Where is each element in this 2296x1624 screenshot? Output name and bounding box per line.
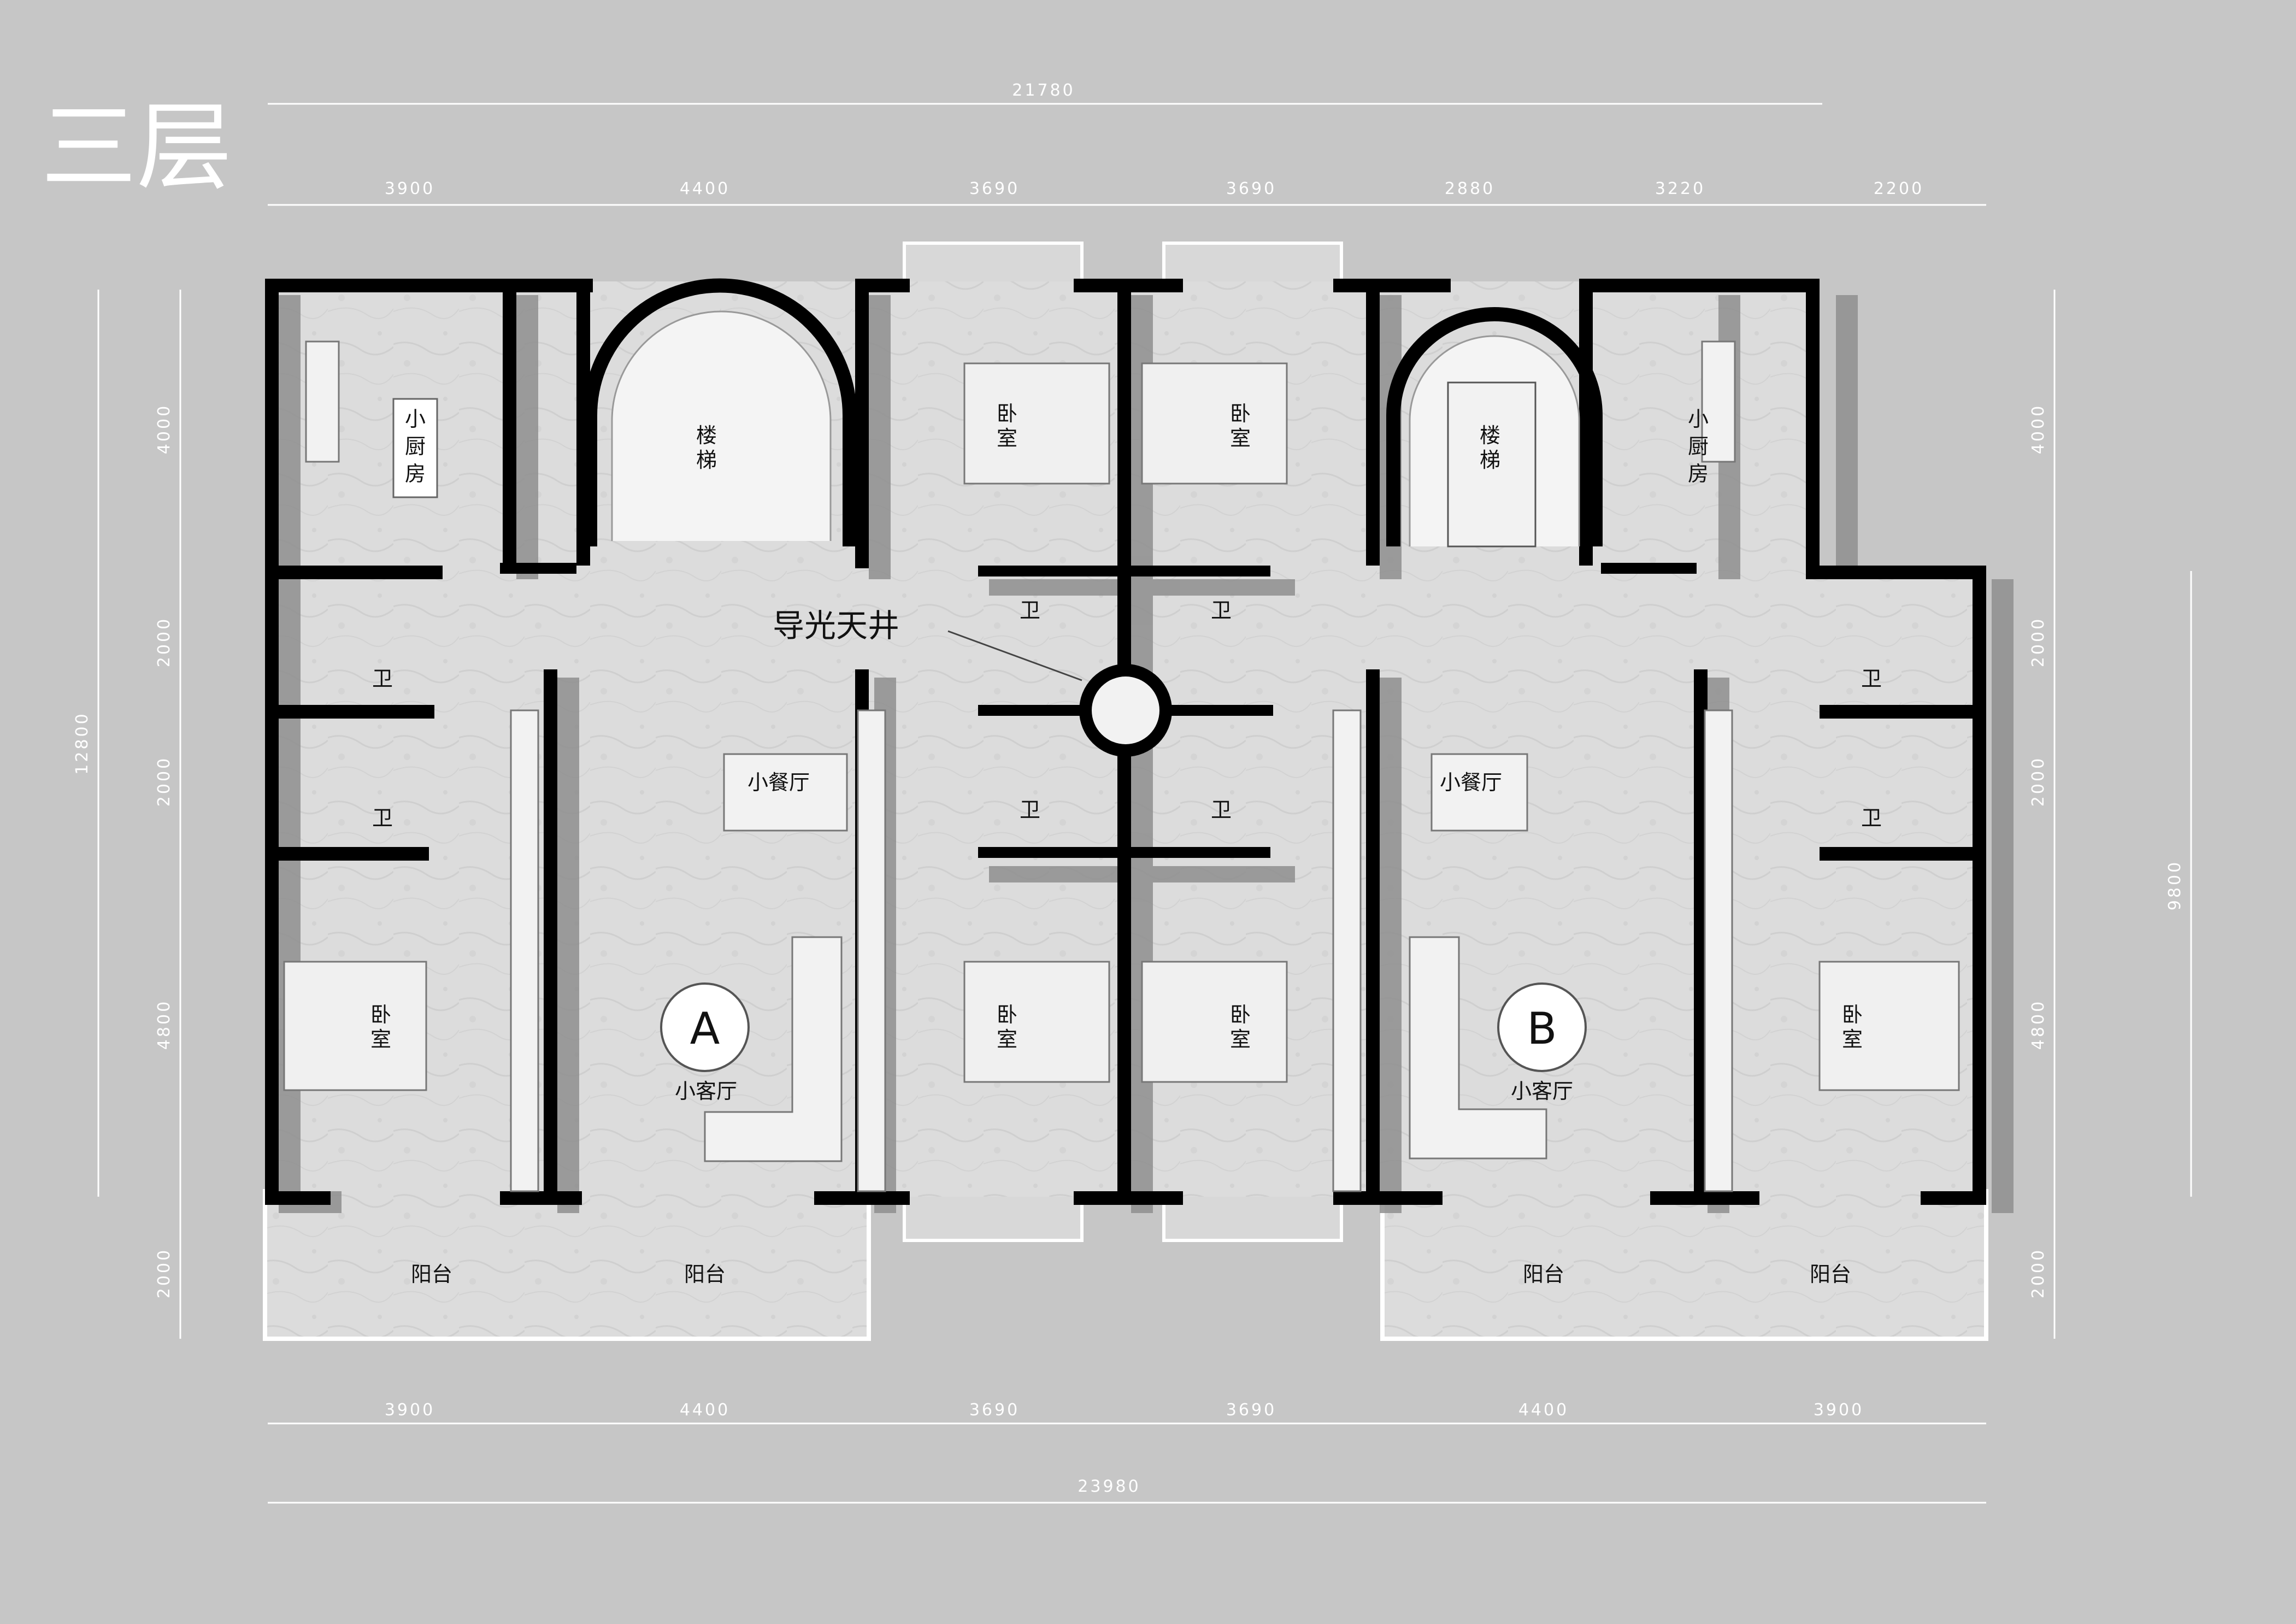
dim-bottom-segments: 3900 4400 3690 3690 4400 3900 [385, 1401, 1864, 1420]
lightwell [1079, 664, 1172, 757]
kitchen-left-label: 小厨房 [392, 398, 438, 498]
right-seg-2: 2000 [2029, 756, 2048, 807]
left-seg-1: 2000 [155, 617, 174, 667]
balcony-1-text: 阳台 [411, 1262, 452, 1286]
kitchen-right-text: 小厨房 [1688, 407, 1709, 486]
bath-3-text: 卫 [1020, 598, 1040, 622]
top-seg-3: 3690 [1226, 179, 1276, 198]
bath-6-text: 卫 [1211, 798, 1232, 822]
bedroom-5-text: 卧室 [370, 1003, 391, 1051]
lightwell-leader [947, 630, 1082, 681]
bath-5-text: 卫 [1020, 798, 1040, 822]
bay-window-bottom-right [1162, 1190, 1343, 1242]
bedroom-4-text: 卧室 [1230, 1003, 1251, 1051]
dim-left-total: 12800 [73, 711, 92, 774]
left-seg-0: 4000 [155, 404, 174, 454]
dim-left-segments: 4000 2000 2000 4800 2000 [155, 404, 174, 1298]
bath-7-text: 卫 [1861, 667, 1882, 691]
balcony-left [263, 1189, 871, 1341]
stair-left-text: 楼梯 [696, 423, 717, 472]
bottom-seg-2: 3690 [969, 1401, 1020, 1420]
bay-window-bottom-left [903, 1190, 1084, 1242]
balcony-right [1380, 1189, 1988, 1341]
bath-2-text: 卫 [372, 806, 393, 830]
bath-8-text: 卫 [1861, 806, 1882, 830]
top-seg-2: 3690 [969, 179, 1020, 198]
furniture [305, 340, 1736, 1192]
stair-right [1386, 307, 1603, 548]
bottom-seg-1: 4400 [680, 1401, 730, 1420]
kitchen-left-text: 小厨房 [405, 407, 426, 486]
unit-a-label: A [690, 1003, 720, 1054]
top-seg-0: 3900 [385, 179, 435, 198]
top-seg-6: 2200 [1874, 179, 1924, 198]
dim-bottom-total: 23980 [1078, 1477, 1140, 1496]
stair-right-text: 楼梯 [1480, 423, 1500, 472]
dimension-texts: 21780 23980 12800 9800 [73, 81, 2185, 1496]
living-b-text: 小客厅 [1511, 1079, 1573, 1103]
dim-top-segments: 3900 4400 3690 3690 2880 3220 2200 [385, 179, 1924, 198]
unit-a-marker: A [660, 982, 750, 1072]
stair-left [583, 278, 857, 546]
floor-title: 三层 [41, 92, 232, 203]
bottom-seg-3: 3690 [1226, 1401, 1276, 1420]
bedroom-6-text: 卧室 [1842, 1003, 1863, 1051]
right-seg-0: 4000 [2029, 404, 2048, 454]
left-seg-2: 2000 [155, 756, 174, 807]
bottom-seg-0: 3900 [385, 1401, 435, 1420]
dim-top-total: 21780 [1012, 81, 1075, 100]
top-seg-5: 3220 [1655, 179, 1705, 198]
unit-b-marker: B [1497, 982, 1587, 1072]
bedroom-3-text: 卧室 [997, 1003, 1017, 1051]
right-seg-1: 2000 [2029, 617, 2048, 667]
beds [283, 362, 1960, 1091]
left-seg-3: 4800 [155, 999, 174, 1050]
bottom-seg-5: 3900 [1814, 1401, 1864, 1420]
top-seg-1: 4400 [680, 179, 730, 198]
bath-4-text: 卫 [1211, 598, 1232, 622]
bottom-seg-4: 4400 [1518, 1401, 1569, 1420]
dining-a-text: 小餐厅 [747, 770, 810, 795]
bath-1-text: 卫 [372, 667, 393, 691]
balcony-2-text: 阳台 [684, 1262, 726, 1286]
dim-right-segments: 4000 2000 2000 4800 2000 [2029, 404, 2048, 1298]
dining-b-text: 小餐厅 [1440, 770, 1502, 795]
left-seg-4: 2000 [155, 1248, 174, 1298]
unit-b-label: B [1527, 1003, 1557, 1054]
balcony-4-text: 阳台 [1810, 1262, 1851, 1286]
dimension-lines [97, 103, 2192, 1504]
balcony-3-text: 阳台 [1523, 1262, 1564, 1286]
living-a-text: 小客厅 [675, 1079, 737, 1103]
dim-right-total: 9800 [2165, 860, 2185, 910]
right-seg-4: 2000 [2029, 1248, 2048, 1298]
right-seg-3: 4800 [2029, 999, 2048, 1050]
top-seg-4: 2880 [1445, 179, 1495, 198]
bedroom-2-text: 卧室 [1230, 402, 1251, 450]
bedroom-1-text: 卧室 [997, 402, 1017, 450]
lightwell-text: 导光天井 [773, 607, 899, 644]
